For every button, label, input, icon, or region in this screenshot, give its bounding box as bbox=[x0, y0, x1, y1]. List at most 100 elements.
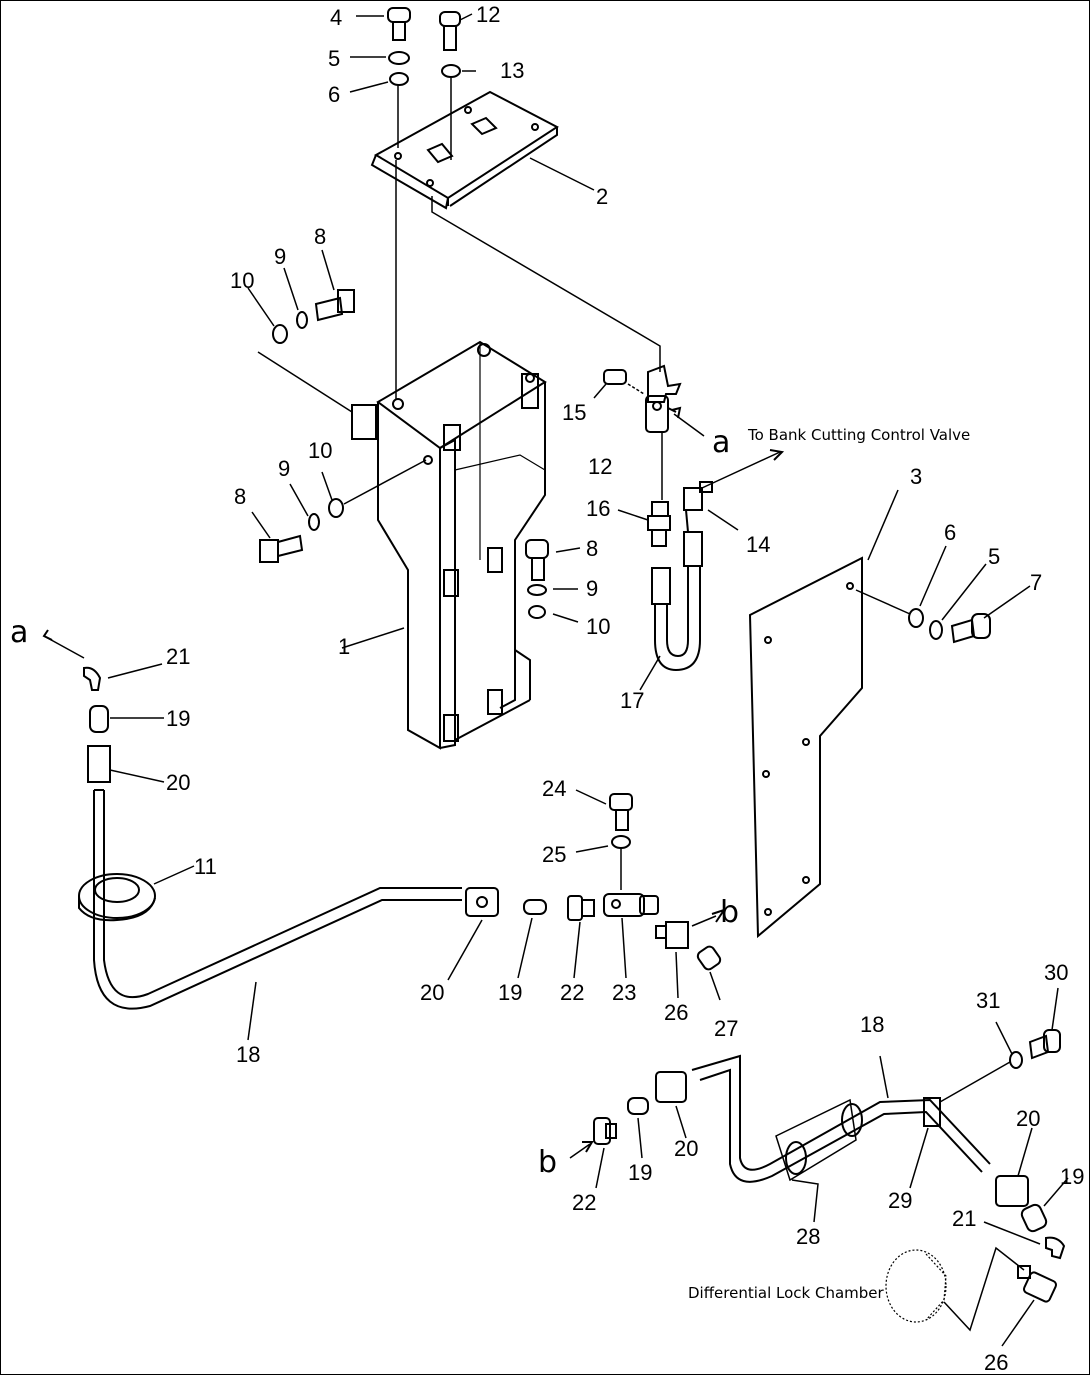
bolt-7 bbox=[950, 613, 991, 644]
callout-8-lower: 8 bbox=[234, 484, 246, 509]
callout-2: 2 bbox=[596, 184, 608, 209]
callout-20-middle: 20 bbox=[420, 980, 444, 1005]
nipple-19-middle bbox=[523, 899, 547, 915]
callout-4: 4 bbox=[330, 5, 342, 30]
callout-22-middle: 22 bbox=[560, 980, 584, 1005]
note-bank-cutting-valve: To Bank Cutting Control Valve bbox=[747, 426, 970, 444]
callout-5-right: 5 bbox=[988, 544, 1000, 569]
adapter-22-middle bbox=[567, 895, 595, 921]
washer-10-lower bbox=[328, 498, 344, 518]
callout-14: 14 bbox=[746, 532, 770, 557]
callout-16: 16 bbox=[586, 496, 610, 521]
callout-22-lower: 22 bbox=[572, 1190, 596, 1215]
callout-28: 28 bbox=[796, 1224, 820, 1249]
callout-3: 3 bbox=[910, 464, 922, 489]
callout-9-lower: 9 bbox=[278, 456, 290, 481]
callout-8-upper: 8 bbox=[314, 224, 326, 249]
callout-20-right: 20 bbox=[1016, 1106, 1040, 1131]
label-b-right: b bbox=[720, 895, 739, 930]
callout-21-right: 21 bbox=[952, 1206, 976, 1231]
callout-8-right: 8 bbox=[586, 536, 598, 561]
nipple-19-left bbox=[89, 705, 109, 733]
grommet-11 bbox=[78, 873, 156, 922]
bolt-4 bbox=[387, 7, 411, 41]
callout-11: 11 bbox=[194, 854, 217, 879]
pipe-18-right bbox=[691, 1054, 991, 1183]
callout-27: 27 bbox=[714, 1016, 738, 1041]
clamp-28 bbox=[775, 1098, 863, 1182]
valve-12 bbox=[645, 364, 682, 433]
washer-10-right bbox=[528, 605, 546, 619]
callout-5: 5 bbox=[328, 46, 340, 71]
callout-18-right: 18 bbox=[860, 1012, 884, 1037]
label-a-right: a bbox=[712, 425, 730, 460]
spring-washer-13 bbox=[441, 64, 461, 78]
callout-13: 13 bbox=[500, 58, 524, 83]
elbow-21-right bbox=[1045, 1236, 1066, 1260]
elbow-21-left bbox=[83, 666, 102, 691]
callout-21-left: 21 bbox=[166, 644, 190, 669]
note-differential-lock-chamber: Differential Lock Chamber bbox=[688, 1284, 885, 1302]
callout-19-right: 19 bbox=[1060, 1164, 1084, 1189]
washer-31 bbox=[1009, 1051, 1023, 1069]
callout-26-lower: 26 bbox=[984, 1350, 1008, 1375]
nut-20-left bbox=[87, 745, 111, 783]
fitting-16 bbox=[647, 501, 671, 547]
callout-29: 29 bbox=[888, 1188, 912, 1213]
washer-25 bbox=[611, 835, 631, 849]
spring-washer-5-right bbox=[929, 620, 943, 640]
plug-27 bbox=[696, 945, 722, 971]
bolt-8-lower bbox=[259, 534, 304, 563]
washer-6 bbox=[389, 72, 409, 86]
washer-9-lower bbox=[308, 513, 320, 531]
callout-7: 7 bbox=[1030, 570, 1042, 595]
callout-19-middle: 19 bbox=[498, 980, 522, 1005]
clamp-29 bbox=[923, 1097, 941, 1127]
callout-30: 30 bbox=[1044, 960, 1068, 985]
washer-6-right bbox=[908, 608, 924, 628]
callout-10-upper: 10 bbox=[230, 268, 254, 293]
main-bracket bbox=[351, 340, 547, 750]
nut-20-right bbox=[995, 1175, 1029, 1207]
washer-10-upper bbox=[272, 324, 288, 344]
nut-20-middle bbox=[465, 887, 499, 917]
top-plate bbox=[370, 90, 559, 210]
bolt-8-right bbox=[525, 539, 549, 581]
label-a-left: a bbox=[10, 615, 28, 650]
plug-15 bbox=[603, 369, 627, 385]
spring-washer-5 bbox=[388, 51, 410, 65]
bolt-8-upper bbox=[314, 289, 355, 322]
callout-20-lower: 20 bbox=[674, 1136, 698, 1161]
callout-9-upper: 9 bbox=[274, 244, 286, 269]
elbow-26-middle bbox=[655, 921, 689, 949]
callout-20-left: 20 bbox=[166, 770, 190, 795]
callout-9-right: 9 bbox=[586, 576, 598, 601]
nipple-19-lower bbox=[627, 1097, 649, 1115]
callout-25: 25 bbox=[542, 842, 566, 867]
callout-6: 6 bbox=[328, 82, 340, 107]
callout-23: 23 bbox=[612, 980, 636, 1005]
washer-9-right bbox=[527, 584, 547, 596]
pipe-18-left bbox=[93, 789, 462, 1010]
bolt-24 bbox=[609, 793, 633, 831]
callout-26-middle: 26 bbox=[664, 1000, 688, 1025]
callout-18-left: 18 bbox=[236, 1042, 260, 1067]
callout-19-left: 19 bbox=[166, 706, 190, 731]
callout-31: 31 bbox=[976, 988, 1000, 1013]
label-b-left: b bbox=[538, 1145, 557, 1180]
hose-17 bbox=[651, 531, 703, 672]
valve-23 bbox=[603, 893, 659, 917]
nipple-19-right bbox=[1020, 1203, 1048, 1233]
washer-9-upper bbox=[296, 311, 308, 329]
callout-10-right: 10 bbox=[586, 614, 610, 639]
elbow-14 bbox=[683, 481, 713, 533]
cover-plate bbox=[748, 556, 863, 939]
differential-lock-chamber bbox=[885, 1249, 947, 1323]
callout-15: 15 bbox=[562, 400, 586, 425]
callout-10-lower: 10 bbox=[308, 438, 332, 463]
callout-1: 1 bbox=[338, 634, 350, 659]
elbow-26-lower bbox=[1017, 1265, 1058, 1303]
callout-6-right: 6 bbox=[944, 520, 956, 545]
bolt-30 bbox=[1028, 1029, 1061, 1060]
